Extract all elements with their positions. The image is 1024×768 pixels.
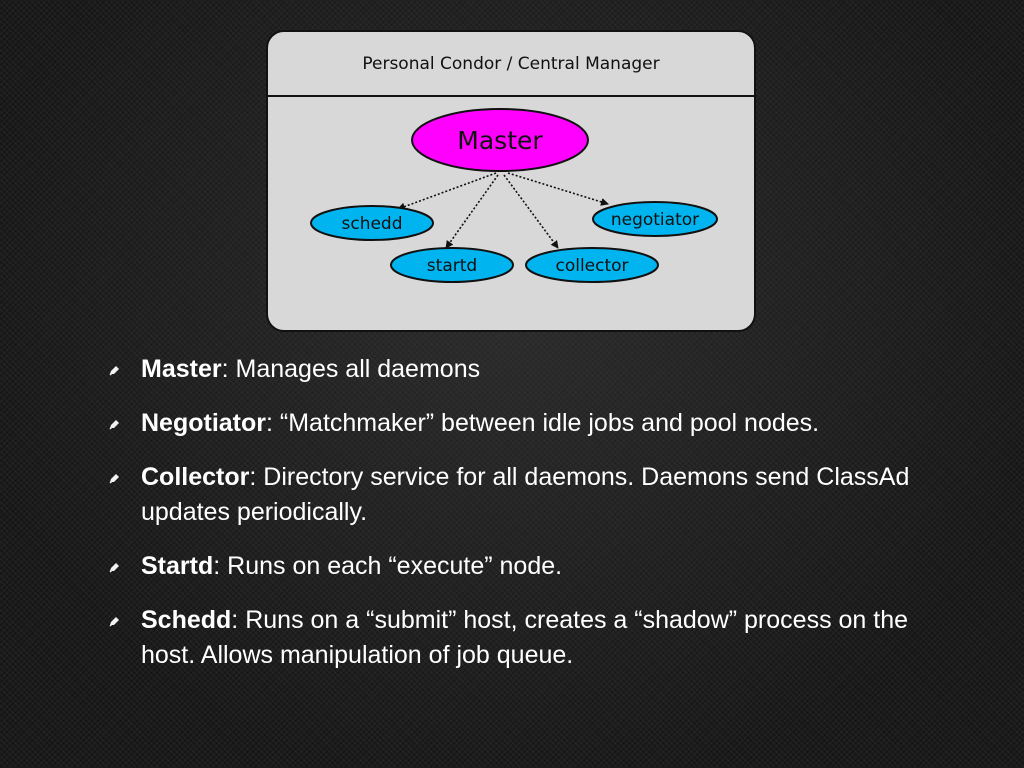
bullet-term-negotiator: Negotiator (141, 409, 266, 437)
daemon-description-list: Master: Manages all daemons Negotiator: … (106, 352, 936, 692)
bullet-separator: : (231, 606, 246, 634)
negotiator-node-label: negotiator (611, 210, 699, 230)
collector-node: collector (525, 247, 659, 283)
bullet-separator: : (221, 355, 236, 383)
negotiator-node: negotiator (592, 201, 718, 237)
pencil-bullet-icon (109, 420, 119, 430)
daemon-diagram: Master schedd startd collector negotiato… (310, 108, 718, 283)
bullet-text: Manages all daemons (235, 355, 481, 383)
master-node-label: Master (457, 126, 543, 155)
schedd-node-label: schedd (341, 214, 402, 234)
bullet-term-startd: Startd (141, 552, 214, 580)
startd-node-shape (390, 247, 514, 283)
pencil-bullet-icon (109, 617, 119, 627)
list-item: Schedd: Runs on a “submit” host, creates… (106, 603, 936, 673)
list-item: Startd: Runs on each “execute” node. (106, 549, 936, 584)
bullet-text: Runs on each “execute” node. (227, 552, 563, 580)
collector-node-shape (525, 247, 659, 283)
master-node-shape (411, 108, 589, 172)
bullet-text: Directory service for all daemons. Daemo… (141, 463, 910, 526)
arrow-master-to-collector (503, 174, 559, 249)
schedd-node: schedd (310, 205, 434, 241)
bullet-term-schedd: Schedd (141, 606, 232, 634)
pencil-bullet-icon (109, 474, 119, 484)
arrow-master-to-startd (445, 174, 499, 249)
panel-title: Personal Condor / Central Manager (362, 54, 660, 74)
panel-divider (268, 95, 754, 97)
pencil-bullet-icon (109, 366, 119, 376)
collector-node-label: collector (555, 256, 628, 276)
startd-node: startd (390, 247, 514, 283)
pencil-bullet-icon (109, 563, 119, 573)
arrow-master-to-schedd (397, 172, 497, 211)
central-manager-panel: Personal Condor / Central Manager Master… (266, 30, 756, 332)
startd-node-label: startd (427, 256, 477, 276)
master-node: Master (411, 108, 589, 172)
bullet-term-master: Master (141, 355, 222, 383)
list-item: Negotiator: “Matchmaker” between idle jo… (106, 406, 936, 441)
arrow-master-to-negotiator (507, 172, 609, 206)
negotiator-node-shape (592, 201, 718, 237)
list-item: Collector: Directory service for all dae… (106, 460, 936, 530)
bullet-separator: : (213, 552, 228, 580)
bullet-separator: : (249, 463, 264, 491)
list-item: Master: Manages all daemons (106, 352, 936, 387)
schedd-node-shape (310, 205, 434, 241)
bullet-term-collector: Collector (141, 463, 250, 491)
bullet-text: “Matchmaker” between idle jobs and pool … (279, 409, 820, 437)
bullet-text: Runs on a “submit” host, creates a “shad… (141, 606, 909, 669)
bullet-separator: : (266, 409, 280, 437)
